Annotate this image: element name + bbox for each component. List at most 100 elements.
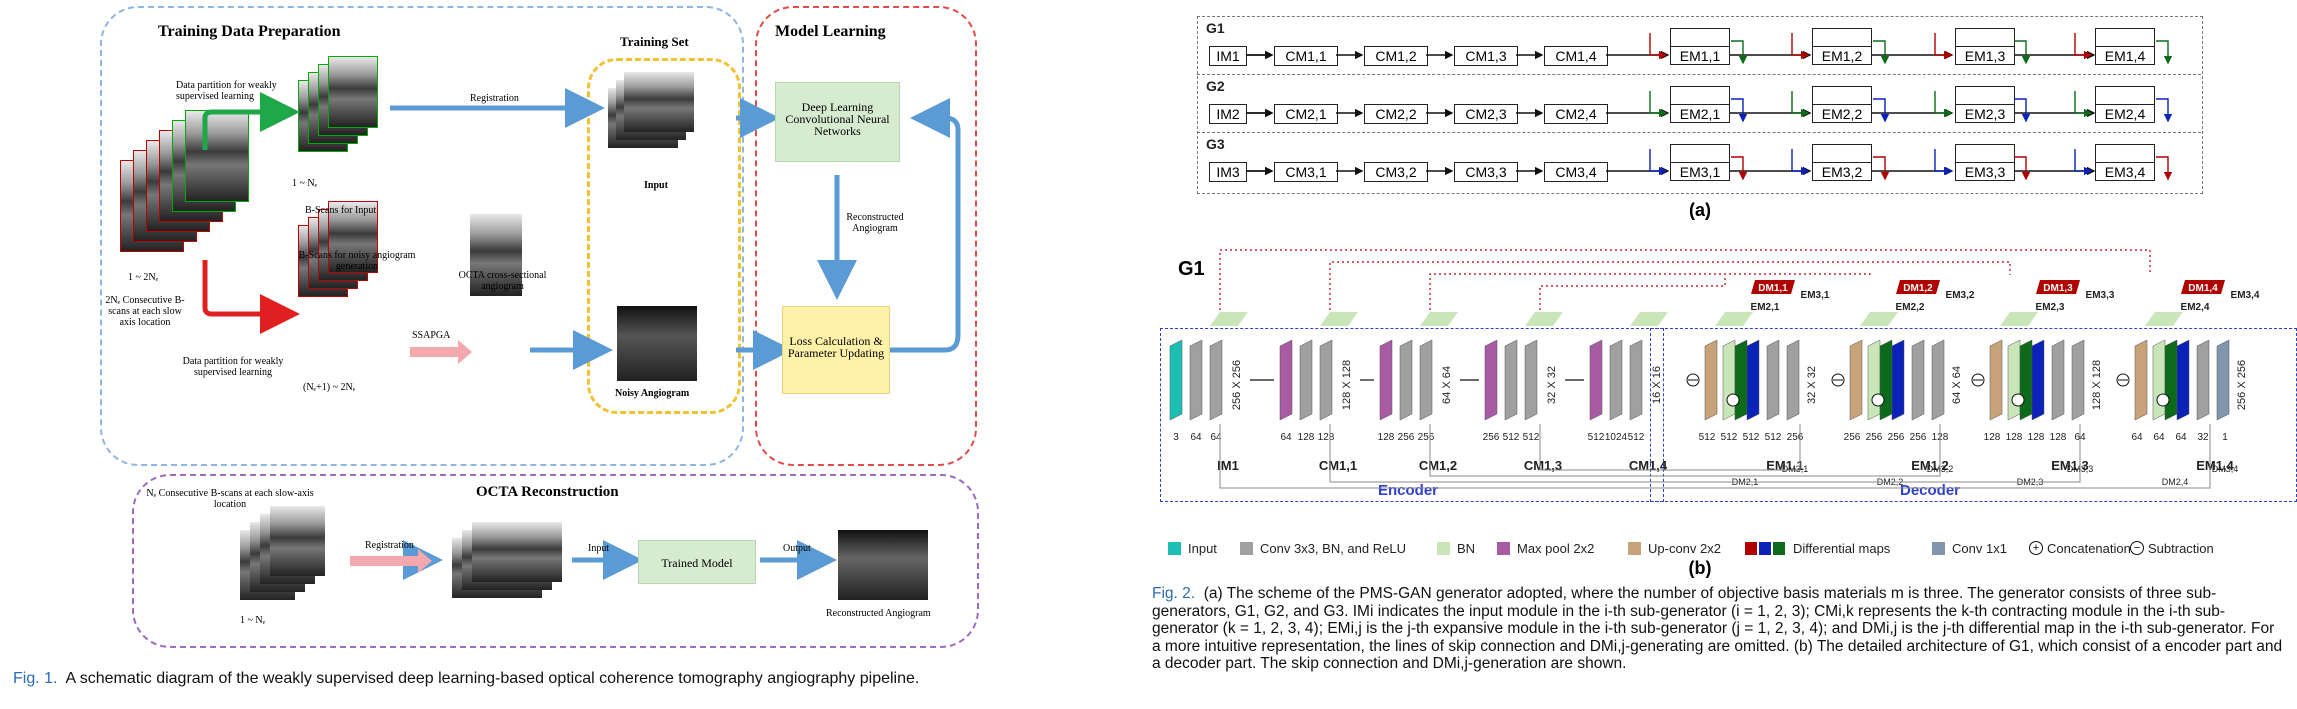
contracting-module: CM2,1 xyxy=(1274,104,1338,124)
fig2-caption: Fig. 2. (a) The scheme of the PMS-GAN ge… xyxy=(1152,585,2284,673)
module-label: EM1,2 xyxy=(1911,458,1949,473)
fig1-arrows xyxy=(202,88,961,580)
expansive-module: EM2,1 xyxy=(1670,104,1730,123)
encoder-label: Encoder xyxy=(1378,482,1439,499)
channel-label: 64 xyxy=(2175,432,2187,443)
contracting-module: CM2,4 xyxy=(1544,104,1608,124)
panel-title-training-set: Training Set xyxy=(620,34,689,49)
differential-map-slab xyxy=(1734,339,1748,421)
differential-map-slab xyxy=(2164,339,2178,421)
conv-slab xyxy=(2071,339,2085,421)
conv-slab xyxy=(2196,339,2210,421)
fig2-caption-text: (a) The scheme of the PMS-GAN generator … xyxy=(1152,585,2283,672)
skip-connection xyxy=(1539,424,1801,471)
contracting-module: CM1,3 xyxy=(1454,46,1518,66)
maxpool-slab xyxy=(1379,339,1393,421)
module-label: CM1,1 xyxy=(1319,458,1357,473)
em-tag-label: EM3,3 xyxy=(2086,290,2115,301)
module-label: CM1,2 xyxy=(1419,458,1457,473)
label-n1-to-2n: (Nₑ+1) ~ 2Nₑ xyxy=(303,382,356,393)
skip-connection xyxy=(1219,424,2211,489)
differential-map: DM3,4 xyxy=(2095,144,2155,163)
concatenation-icon xyxy=(1871,393,1885,407)
differential-map: DM1,1 xyxy=(1670,28,1730,47)
dimension-label: 256 X 256 xyxy=(2236,360,2248,410)
channel-label: 1024 xyxy=(1605,432,1628,443)
contracting-module: CM3,2 xyxy=(1364,162,1428,182)
ssapga-arrow xyxy=(410,347,460,357)
fig2b-g-label: G1 xyxy=(1178,258,1205,280)
label-one-to-n: 1 ~ Nₑ xyxy=(292,178,318,189)
dimension-label: 128 X 128 xyxy=(2091,360,2103,410)
legend-swatch xyxy=(1168,542,1181,555)
expansive-module: EM3,1 xyxy=(1670,162,1730,181)
legend-swatch xyxy=(1497,542,1510,555)
dimension-label: 64 X 64 xyxy=(1951,366,1963,404)
channel-label: 64 xyxy=(1190,432,1202,443)
encoder-region xyxy=(1160,328,1664,502)
differential-map: DM3,1 xyxy=(1670,144,1730,163)
dimension-label: 16 X 16 xyxy=(1651,366,1663,404)
label-registration: Registration xyxy=(470,93,519,104)
contracting-module: CM1,1 xyxy=(1274,46,1338,66)
conv-slab xyxy=(1524,339,1538,421)
expansive-module: EM1,2 xyxy=(1812,46,1872,65)
dimension-label: 32 X 32 xyxy=(1806,366,1818,404)
panel-title-octa-reconstruction: OCTA Reconstruction xyxy=(476,484,619,500)
label-output: Output xyxy=(783,543,811,554)
differential-map: DM2,1 xyxy=(1670,86,1730,105)
conv-slab xyxy=(1419,339,1433,421)
dm-bottom-label: DM3,4 xyxy=(2212,464,2239,474)
decoder-label: Decoder xyxy=(1900,482,1961,499)
sub-generator-label: G3 xyxy=(1206,136,1225,152)
label-bscans-input: B-Scans for Input xyxy=(305,205,377,216)
panel-training-data-preparation xyxy=(100,6,744,466)
differential-map-slab xyxy=(1746,339,1760,421)
panel-title-model-learning: Model Learning xyxy=(775,23,886,40)
channel-label: 64 xyxy=(1210,432,1222,443)
channel-label: 512 xyxy=(1721,432,1738,443)
channel-label: 256 xyxy=(1483,432,1500,443)
deep-learning-box: Deep Learning Convolutional Neural Netwo… xyxy=(775,82,900,162)
skip-connection xyxy=(1329,424,2081,483)
contracting-module: CM1,2 xyxy=(1364,46,1428,66)
concatenation-icon xyxy=(1726,393,1740,407)
bn-block xyxy=(1320,312,1358,326)
fig2b-sub-label: (b) xyxy=(1688,558,1712,578)
channel-label: 512 xyxy=(1743,432,1760,443)
channel-label: 256 xyxy=(1787,432,1804,443)
differential-map: DM2,4 xyxy=(2095,86,2155,105)
fig2a-arrows xyxy=(1246,33,2173,181)
channel-label: 128 xyxy=(1318,432,1335,443)
bn-slab xyxy=(2007,339,2021,421)
noisy-angiogram-image xyxy=(617,306,697,381)
dm-bottom-label: DM2,4 xyxy=(2162,477,2189,487)
dm-tag-label: DM1,1 xyxy=(1758,283,1788,294)
expansive-module: EM2,3 xyxy=(1955,104,2015,123)
channel-label: 64 xyxy=(2131,432,2143,443)
channel-label: 256 xyxy=(1866,432,1883,443)
label-recon-registration: Registration xyxy=(365,540,414,551)
bn-block xyxy=(1210,312,1248,326)
em-tag-label: EM2,1 xyxy=(1751,302,1780,313)
channel-label: 64 xyxy=(1280,432,1292,443)
concatenation-icon xyxy=(2011,393,2025,407)
conv-slab xyxy=(1299,339,1313,421)
dm-generation-path xyxy=(1219,249,2151,310)
upconv-slab xyxy=(2134,339,2148,421)
differential-map: DM1,3 xyxy=(1955,28,2015,47)
dm-tag-label: DM1,4 xyxy=(2188,283,2218,294)
differential-map: DM2,2 xyxy=(1812,86,1872,105)
contracting-module: CM1,4 xyxy=(1544,46,1608,66)
conv-slab xyxy=(1399,339,1413,421)
dm-tag-shape xyxy=(2181,280,2225,294)
conv1x1-slab xyxy=(2216,339,2230,421)
maxpool-slab xyxy=(1589,339,1603,421)
legend-label: Differential maps xyxy=(1793,541,1891,556)
expansive-module: EM2,2 xyxy=(1812,104,1872,123)
dimension-label: 32 X 32 xyxy=(1546,366,1558,404)
label-input: Input xyxy=(644,180,668,191)
channel-label: 256 xyxy=(1398,432,1415,443)
em-tag-label: EM2,3 xyxy=(2036,302,2065,313)
